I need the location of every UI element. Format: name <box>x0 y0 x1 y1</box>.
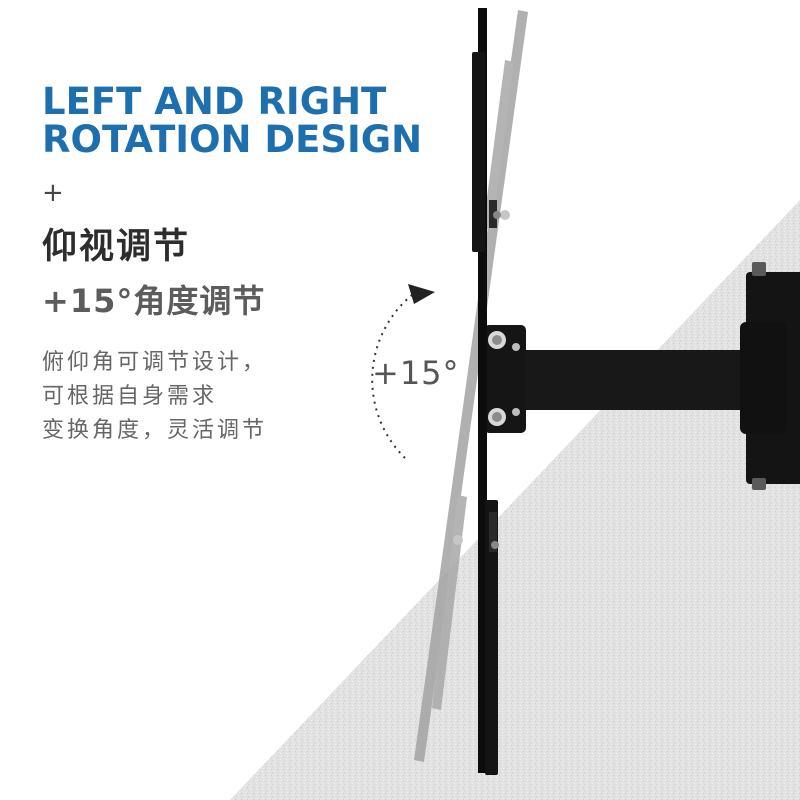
title-line-2: ROTATION DESIGN <box>42 118 423 161</box>
description-line-3: 变换角度，灵活调节 <box>42 418 268 443</box>
angle-label: +15° <box>372 354 460 392</box>
description-line-2: 可根据自身需求 <box>42 384 218 409</box>
extension-arm <box>488 350 783 410</box>
tilted-bracket-ghost <box>414 10 528 762</box>
title-line-1: LEFT AND RIGHT <box>42 80 387 123</box>
subheading: +15°角度调节 <box>42 282 266 320</box>
plus-sign: + <box>42 178 64 208</box>
rotation-arrow-icon <box>371 284 435 459</box>
heading: 仰视调节 <box>42 227 191 267</box>
wall-surface <box>230 200 800 800</box>
pivot-block <box>484 325 526 433</box>
description-line-1: 俯仰角可调节设计， <box>42 350 268 375</box>
vertical-bracket <box>472 8 501 775</box>
